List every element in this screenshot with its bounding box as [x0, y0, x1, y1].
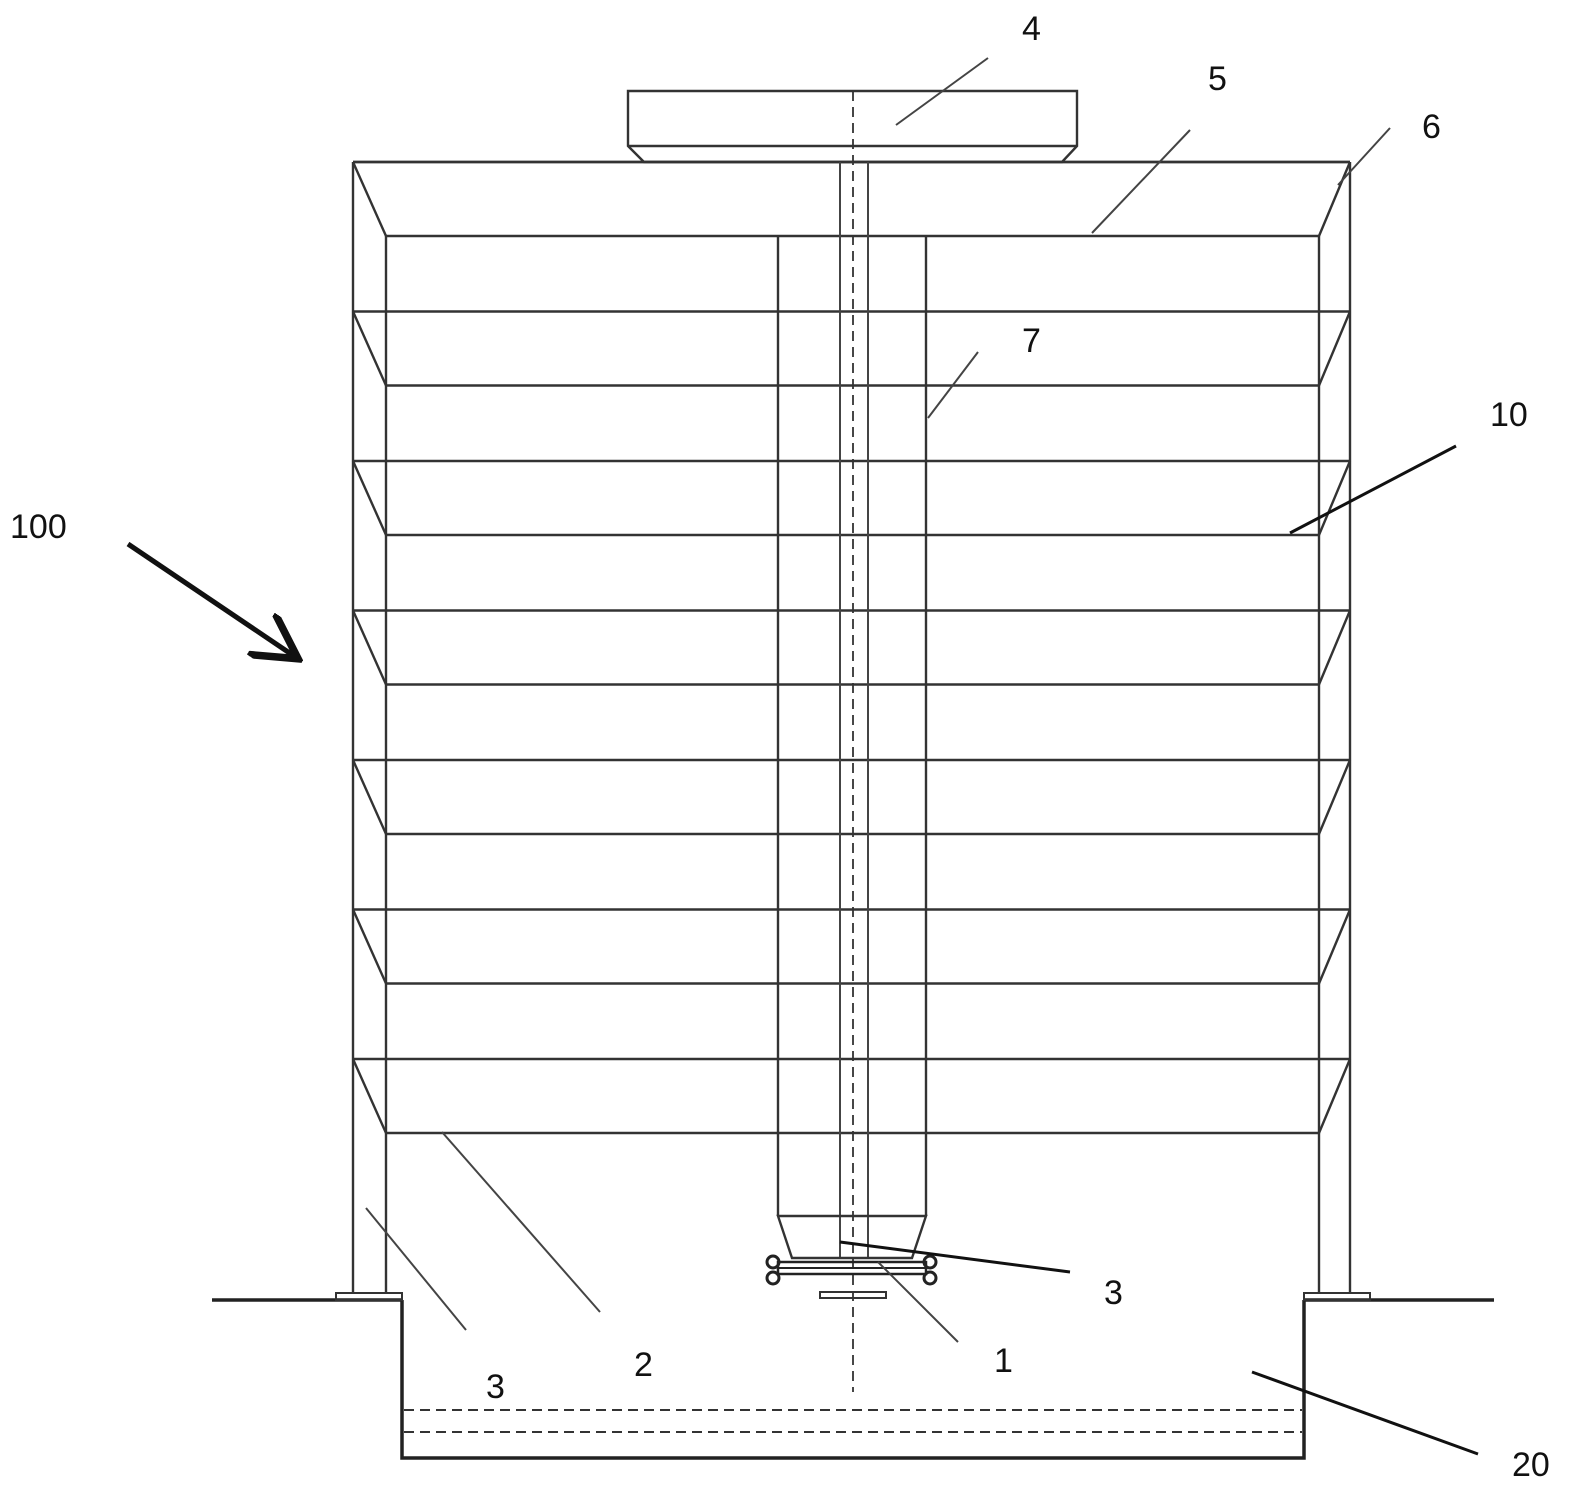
leader-motor [877, 1261, 959, 1343]
louver-right-6 [1317, 909, 1352, 984]
leader-inner-support [839, 1240, 1071, 1274]
louver-left-7 [351, 1058, 388, 1134]
leader-fan [895, 57, 989, 126]
louver-left-6 [351, 909, 388, 984]
louver-right-5 [1317, 759, 1352, 835]
pool-wall [400, 1300, 1306, 1460]
wheel-left-bottom [765, 1270, 781, 1286]
leader-bottom-plate [441, 1131, 601, 1313]
louver-right-4 [1317, 610, 1352, 685]
label-motor: 1 [994, 1342, 1013, 1380]
louver-left-5 [351, 759, 388, 835]
louver-right-1 [1317, 161, 1352, 237]
label-outer-support: 3 [486, 1368, 505, 1406]
label-louver: 6 [1422, 108, 1441, 146]
leader-fill-layer [1289, 444, 1457, 535]
label-fan: 4 [1022, 10, 1041, 48]
foot-right [1303, 1292, 1371, 1301]
louver-right-2 [1317, 311, 1352, 386]
motor-plate [819, 1291, 887, 1299]
louver-left-3 [351, 460, 388, 536]
louver-left-2 [351, 311, 388, 386]
louver-left-1 [351, 161, 388, 237]
label-shaft: 7 [1022, 322, 1041, 360]
wheel-right-bottom [922, 1270, 938, 1286]
louver-left-4 [351, 610, 388, 685]
leader-louver [1337, 127, 1391, 186]
tower-arrow [126, 541, 294, 656]
foot-left [335, 1292, 403, 1301]
wheel-right-top [922, 1254, 938, 1270]
label-tower: 100 [10, 508, 67, 546]
leader-pool [1251, 1370, 1479, 1456]
label-pool: 20 [1512, 1446, 1550, 1484]
leader-shaft [927, 351, 979, 419]
leader-spray-pipe [1091, 129, 1191, 234]
wheel-left-top [765, 1254, 781, 1270]
label-bottom-plate: 2 [634, 1346, 653, 1384]
louver-right-7 [1317, 1058, 1352, 1134]
fill-layers [351, 160, 1352, 1135]
louver-right-3 [1317, 460, 1352, 536]
hopper [776, 1214, 928, 1260]
label-fill-layer: 10 [1490, 396, 1528, 434]
label-spray-pipe: 5 [1208, 60, 1227, 98]
label-inner-support: 3 [1104, 1274, 1123, 1312]
leader-outer-support [365, 1207, 467, 1331]
